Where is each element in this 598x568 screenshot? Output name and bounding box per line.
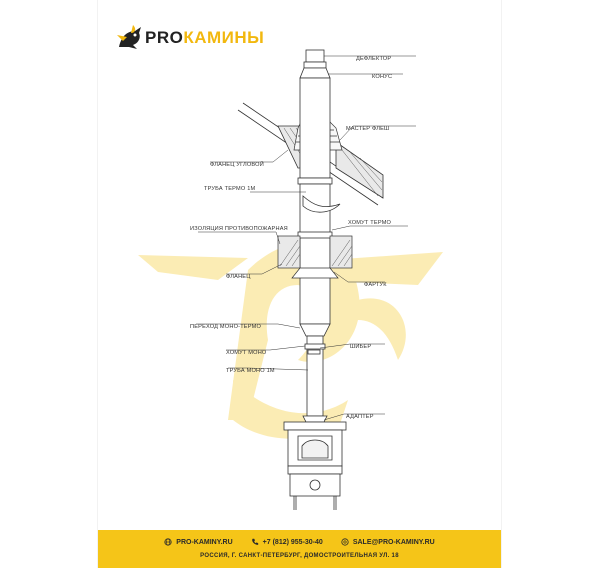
label-apron: ФАРТУК [364,282,387,288]
footer-phone-text: +7 (812) 955-30-40 [262,538,323,546]
label-adapter: АДАПТЕР [346,414,374,420]
label-master-flash: МАСТЕР ФЛЕШ [346,126,389,132]
watermark-logo [138,242,443,439]
footer-website-text: PRO-KAMINY.RU [176,538,233,546]
chimney-pipe [297,49,341,423]
label-fire-insulation: ИЗОЛЯЦИЯ ПРОТИВОПОЖАРНАЯ [190,226,288,232]
label-damper: ШИБЕР [350,344,371,350]
phone-icon [251,538,258,545]
leader-lines [196,55,416,421]
brand-logo: PROКАМИНЫ [115,20,264,56]
globe-icon [164,538,172,546]
label-mono-pipe: ТРУБА МОНО 1М [226,368,275,374]
chimney-diagram: ДЕФЛЕКТОР КОНУС МАСТЕР ФЛЕШ ФЛАНЕЦ УГЛОВ… [138,49,443,510]
footer-address: РОССИЯ, Г. САНКТ-ПЕТЕРБУРГ, ДОМОСТРОИТЕЛ… [200,553,399,559]
footer-email[interactable]: SALE@PRO-KAMINY.RU [341,538,435,546]
label-corner-flange: ФЛАНЕЦ УГЛОВОЙ [210,160,264,168]
label-deflector: ДЕФЛЕКТОР [356,56,391,62]
label-mono-thermo-transition: ПЕРЕХОД МОНО-ТЕРМО [190,324,261,330]
brand-name: PROКАМИНЫ [145,28,264,48]
footer-phone[interactable]: +7 (812) 955-30-40 [251,538,323,546]
label-flange: ФЛАНЕЦ [226,274,251,280]
footer-website[interactable]: PRO-KAMINY.RU [164,538,233,546]
label-mono-clamp: ХОМУТ МОНО [226,350,267,356]
label-thermo-pipe: ТРУБА ТЕРМО 1М [204,186,256,192]
label-cone: КОНУС [372,74,392,80]
mail-icon [341,538,349,546]
footer-bar: PRO-KAMINY.RU +7 (812) 955-30-40 SALE@PR… [98,530,501,568]
brand-part-pro: PRO [145,28,184,47]
dragon-logo-icon [117,25,141,49]
footer-email-text: SALE@PRO-KAMINY.RU [352,538,435,546]
footer-contacts: PRO-KAMINY.RU +7 (812) 955-30-40 SALE@PR… [98,538,501,546]
ceiling-passage [277,235,353,279]
brand-part-kaminy: КАМИНЫ [183,28,265,47]
label-thermo-clamp: ХОМУТ ТЕРМО [348,220,392,226]
stove [283,421,347,510]
